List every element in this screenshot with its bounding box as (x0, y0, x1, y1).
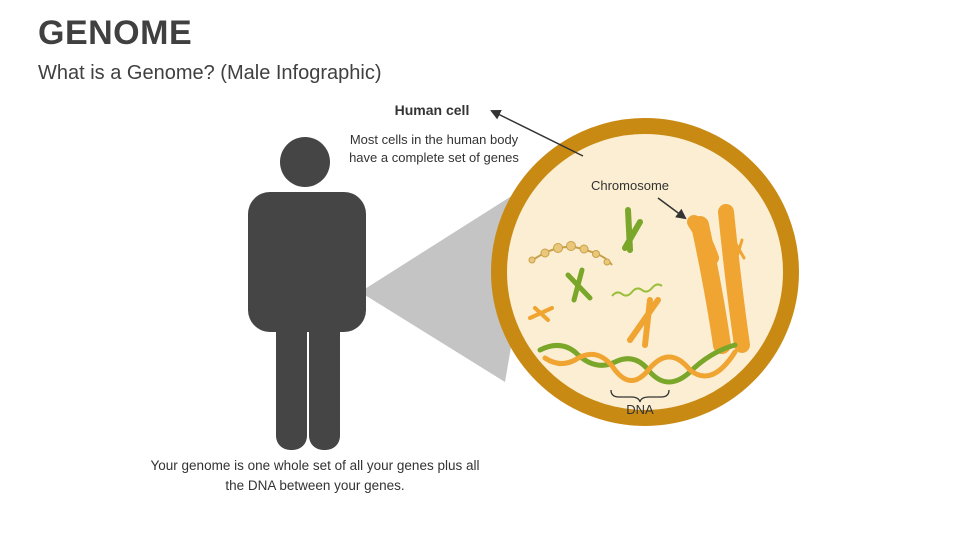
chromosome-label: Chromosome (590, 178, 670, 193)
tiny-chromosome-left-icon (528, 306, 554, 322)
dna-label: DNA (626, 402, 654, 417)
male-figure-icon (248, 137, 366, 450)
tiny-chromosome-icon (734, 238, 746, 262)
cell-description: Most cells in the human body have a comp… (349, 132, 519, 165)
dna-helix-icon (537, 342, 738, 385)
dna-bracket-icon (610, 389, 670, 403)
cell-contents (528, 204, 750, 385)
cell-label: Human cell (394, 102, 470, 118)
chromosome-pointer-arrow (657, 197, 687, 220)
beaded-strand-icon (528, 241, 613, 266)
genome-caption: Your genome is one whole set of all your… (150, 458, 480, 493)
page-title: GENOME (38, 14, 193, 52)
small-chromosome-orange-icon (627, 297, 661, 348)
zoom-beam (360, 178, 540, 382)
page-subtitle: What is a Genome? (Male Infographic) (38, 62, 382, 84)
large-chromosome-icon (687, 204, 750, 354)
green-chromosome-small-icon (565, 267, 593, 303)
green-chromosome-icon (622, 207, 643, 253)
rna-strand-icon (611, 283, 663, 297)
cell-pointer-arrow (490, 110, 584, 157)
